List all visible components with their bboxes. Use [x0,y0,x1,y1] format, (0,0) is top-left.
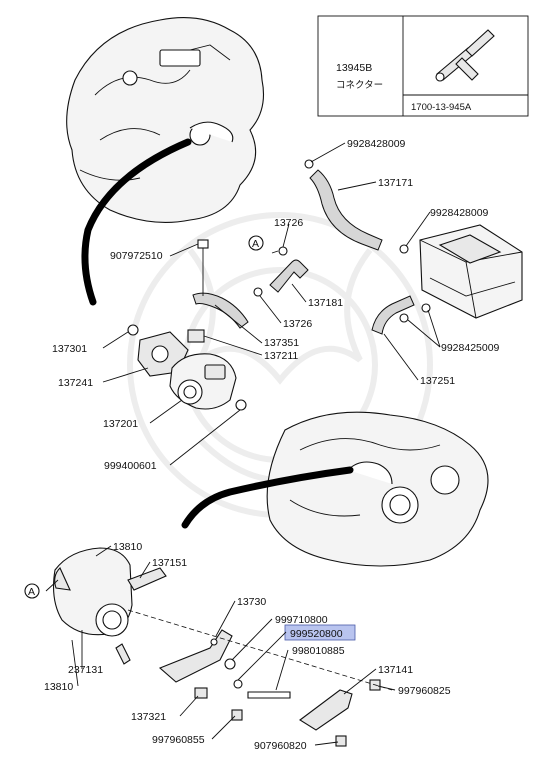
callout-13726-top: 13726 [274,217,303,229]
reference-circle-a-top [248,235,264,251]
callout-907960820: 907960820 [254,740,307,752]
leader-lines [45,142,441,746]
callout-137171: 137171 [378,177,413,189]
inset-box [317,15,529,117]
callout-999400601: 999400601 [104,460,157,472]
reference-circle-a-bottom [24,583,40,599]
callout-13810-bottom: 13810 [44,681,73,693]
hose-137171 [309,169,383,251]
air-filter-box [419,224,523,319]
callout-13730: 13730 [237,596,266,608]
callout-9928428009-mid: 9928428009 [430,207,489,219]
callout-997960855: 997960855 [152,734,205,746]
callout-137321: 137321 [131,711,166,723]
hose-137351 [192,292,249,329]
reference-a-bottom: A [28,586,35,598]
throttle-body [127,324,247,411]
hose-137251 [371,295,415,335]
callout-998010885: 998010885 [292,645,345,657]
pump-assembly [53,547,167,665]
inset-reference: 1700-13-945A [411,102,472,113]
clip-icon [399,313,409,323]
callout-137201: 137201 [103,418,138,430]
callout-237131: 237131 [68,664,103,676]
hose-137181 [269,259,309,293]
bracket-assembly [158,629,381,747]
callout-999520800: 999520800 [290,628,343,640]
callout-907972510: 907972510 [110,250,163,262]
clip-icon [421,303,431,313]
reference-a-top: A [252,238,259,250]
inset-part-number: 13945B [336,62,372,74]
callout-9928428009-top: 9928428009 [347,138,406,150]
callout-137181: 137181 [308,297,343,309]
axis-line [127,609,393,691]
callout-137251: 137251 [420,375,455,387]
tee-connector-icon [435,29,495,82]
callout-137211: 137211 [264,350,298,362]
clip-icon [253,287,263,297]
callout-9928425009: 9928425009 [441,342,500,354]
engine-bottom-right [266,411,489,567]
clip-icon [399,244,409,254]
callout-137141: 137141 [378,664,413,676]
engine-top-left [66,17,265,224]
pointer-bottom [181,466,354,529]
callout-137151: 137151 [152,557,187,569]
callout-13726-bottom: 13726 [283,318,312,330]
clip-icon [278,246,288,256]
callout-137351: 137351 [264,337,299,349]
callout-999710800: 999710800 [275,614,328,626]
pointer-top-left [81,138,192,306]
inset-part-name: コネクター [336,80,383,91]
callout-997960825: 997960825 [398,685,451,697]
callout-137241: 137241 [58,377,93,389]
callout-13810-top: 13810 [113,541,142,553]
callout-137301: 137301 [52,343,87,355]
